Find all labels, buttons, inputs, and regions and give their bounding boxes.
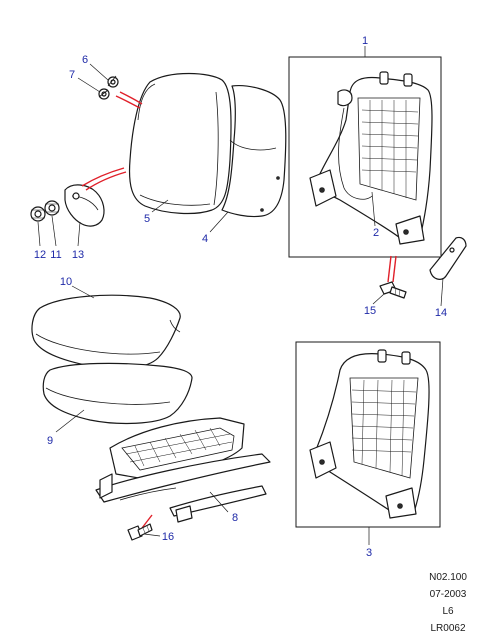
seat-mounting-bolt [127,523,153,541]
bolt-fit-line [141,514,153,529]
side-trim-panel [429,236,467,280]
callout-8: 8 [232,512,238,524]
recliner-handle [64,184,105,227]
reference-block: N02.100 07-2003 L6 LR0062 [429,572,467,634]
screw-fit-line-b [392,255,397,283]
reference-drawing-number: LR0062 [430,623,465,634]
callout-3: 3 [366,547,372,559]
handle-fit-line-b [85,171,127,191]
callout-5: 5 [144,213,150,225]
backrest-frame-alt-detail-box [295,341,441,528]
reference-code: N02.100 [429,572,467,583]
seat-frame-runners [95,417,271,523]
backrest-frame-alternate [309,349,430,519]
callout-13: 13 [72,249,84,261]
backrest-frame-assembly [309,71,433,245]
callout-14: 14 [435,307,447,319]
backrest-cover-front [128,72,232,215]
callout-11: 11 [50,249,61,261]
callout-4: 4 [202,233,208,245]
guide-fit-line-b [119,91,143,105]
cushion-foam-pad [42,362,193,425]
cushion-cover [31,294,181,370]
callout-6: 6 [82,54,88,66]
handle-fit-line-a [81,167,125,187]
headrest-guide-bushes [98,75,119,100]
backrest-foam-pad [221,85,287,218]
callout-2: 2 [373,227,379,239]
screw-fit-line-a [387,255,392,283]
callout-9: 9 [47,435,53,447]
callout-16: 16 [162,531,174,543]
frame-screw [379,281,407,299]
callout-1: 1 [362,35,368,47]
guide-fit-line-a [115,95,141,109]
callout-15: 15 [364,305,376,317]
callout-leader-lines [37,46,444,545]
callout-7: 7 [69,69,75,81]
reference-model: L6 [442,606,454,617]
reference-date: 07-2003 [430,589,467,600]
recliner-knobs [30,200,60,222]
callout-10: 10 [60,276,72,288]
callout-12: 12 [34,249,46,261]
